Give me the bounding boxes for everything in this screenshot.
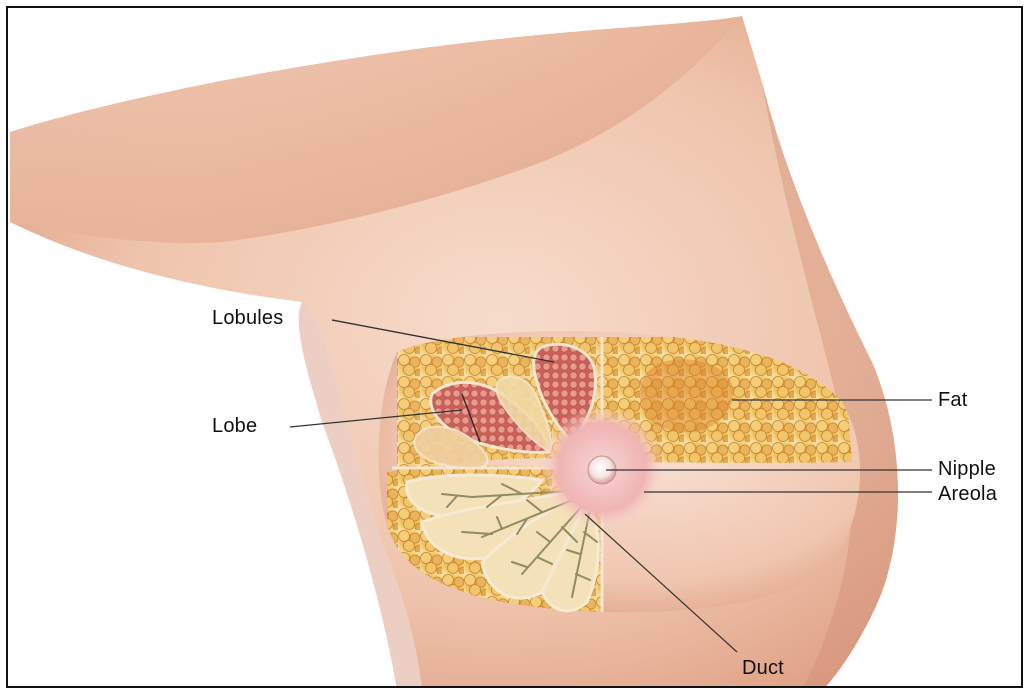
breast-anatomy-illustration <box>8 8 1023 688</box>
figure-frame: Lobules Lobe Fat Nipple Areola Duct <box>6 6 1023 688</box>
label-duct: Duct <box>742 658 784 678</box>
label-lobe: Lobe <box>212 416 257 436</box>
label-areola: Areola <box>938 484 997 504</box>
label-fat: Fat <box>938 390 968 410</box>
label-nipple: Nipple <box>938 459 996 479</box>
label-lobules: Lobules <box>212 308 283 328</box>
